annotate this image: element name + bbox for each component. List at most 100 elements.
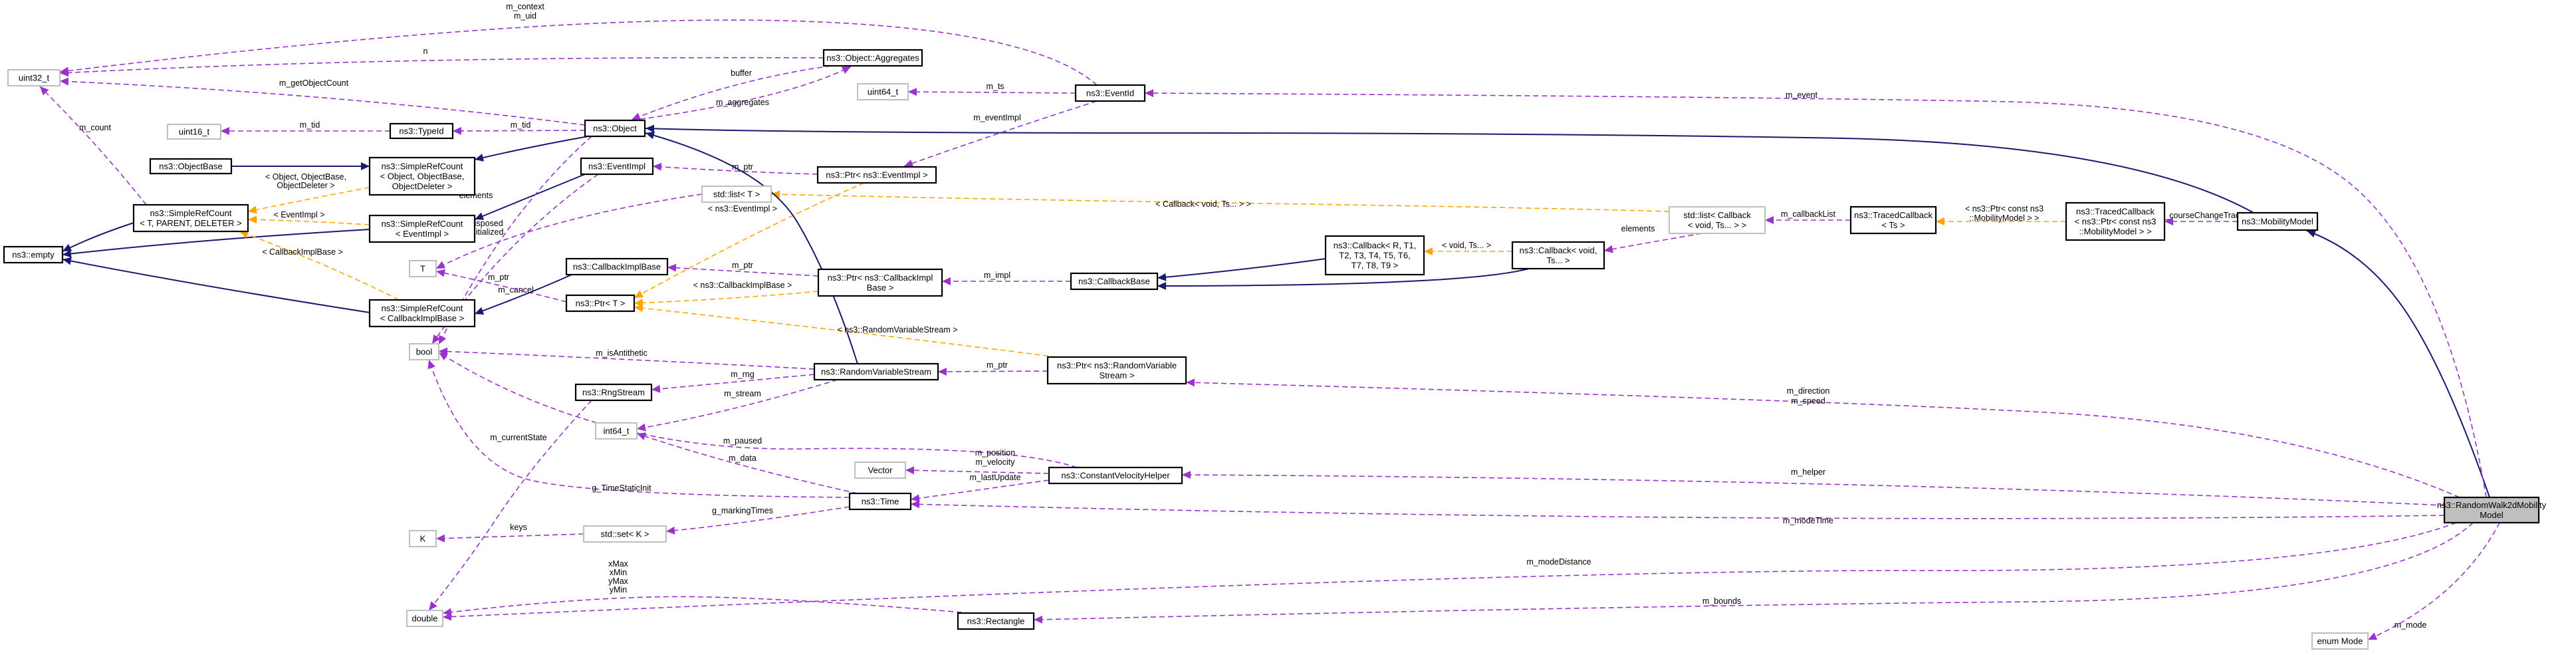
class-node-ns3-rectangle[interactable]: ns3::Rectangle (957, 612, 1035, 630)
class-node-ns3-callback-void[interactable]: ns3::Callback< void,Ts... > (1511, 241, 1605, 270)
edge-usage: m_getObjectCount (59, 77, 586, 126)
node-box (1849, 205, 1937, 235)
node-label: ns3::SimpleRefCount (382, 219, 463, 229)
class-node-ns3-eventid[interactable]: ns3::EventId (1074, 84, 1146, 102)
edge-template: < Object, ObjectBase,ObjectDeleter > (247, 172, 370, 214)
edge-line (907, 88, 1076, 96)
class-node-ns3-callback-r[interactable]: ns3::Callback< R, T1,T2, T3, T4, T5, T6,… (1324, 235, 1425, 276)
class-node-std-list-t: std::list< T > (701, 186, 772, 203)
edge-label: m_ptr (488, 273, 509, 282)
edge-line (1181, 471, 2445, 506)
edge-label: g_TimeStaticInit (592, 483, 651, 493)
node-label: ns3::Callback< void, (1520, 245, 1597, 255)
class-node-ns3-rngstream[interactable]: ns3::RngStream (574, 383, 653, 402)
edge-label: m_ts (986, 82, 1004, 91)
class-node-ns3-object[interactable]: ns3::Object (584, 119, 646, 138)
node-box (389, 122, 454, 140)
edge-inheritance (474, 174, 586, 220)
node-label: ns3::TracedCallback (1854, 210, 1933, 220)
node-label: ObjectDeleter > (392, 182, 453, 192)
edge-label: m_data (729, 454, 757, 463)
node-label: < void, Ts... > > (1688, 220, 1746, 230)
node-box (3, 245, 64, 264)
node-box (957, 612, 1035, 630)
class-node-ns3-empty[interactable]: ns3::empty (3, 245, 64, 264)
node-box (2065, 201, 2166, 241)
edge-line (631, 66, 852, 121)
class-node-ns3-typeid[interactable]: ns3::TypeId (389, 122, 454, 140)
edge-label: ::MobilityModel > > (1970, 213, 2040, 223)
class-node-ns3-simplerefcount-t[interactable]: ns3::SimpleRefCount< T, PARENT, DELETER … (132, 203, 249, 233)
class-node-ns3-ptr-randomvariablestream[interactable]: ns3::Ptr< ns3::RandomVariableStream > (1046, 356, 1187, 385)
edge-label: m_helper (1791, 467, 1825, 477)
node-label: < Object, ObjectBase, (380, 172, 465, 182)
class-node-ns3-simplerefcount-callbackimplbase[interactable]: ns3::SimpleRefCount< CallbackImplBase > (368, 299, 476, 328)
node-box (7, 69, 60, 86)
node-box (816, 166, 937, 184)
node-label: ns3::TracedCallback (2076, 207, 2155, 217)
edge-line (239, 230, 400, 301)
edge-usage: m_event (1144, 89, 2487, 498)
edge-label: buffer (731, 68, 752, 78)
class-node-ns3-ptr-callbackimplbase[interactable]: ns3::Ptr< ns3::CallbackImplBase > (817, 268, 943, 297)
edge-label: < ns3::EventImpl > (708, 204, 777, 213)
node-label: Stream > (1099, 370, 1134, 380)
node-box (857, 83, 909, 100)
edge-label: m_lastUpdate (969, 473, 1020, 482)
node-label: ns3::ObjectBase (159, 162, 222, 172)
class-node-ns3-mobilitymodel[interactable]: ns3::MobilityModel (2236, 211, 2319, 231)
edge-usage: m_stream (636, 379, 838, 432)
node-label: < ns3::Ptr< const ns3 (2075, 217, 2157, 227)
edge-usage: m_isAntithetic (438, 347, 815, 370)
node-box (2236, 211, 2319, 231)
class-node-ns3-simplerefcount-object[interactable]: ns3::SimpleRefCount< Object, ObjectBase,… (368, 156, 476, 196)
edge-label: < ns3::RandomVariableStream > (837, 325, 957, 334)
edge-line (59, 57, 824, 77)
edge-label: xMax (608, 559, 629, 569)
edge-line (2306, 229, 2490, 498)
node-box (813, 362, 939, 381)
edge-line (59, 19, 1098, 86)
node-label: ns3::SimpleRefCount (382, 162, 463, 172)
edge-usage: m_ptr (435, 269, 567, 303)
class-node-ns3-callbackbase[interactable]: ns3::CallbackBase (1070, 272, 1159, 291)
class-node-ns3-constantvelocityhelper[interactable]: ns3::ConstantVelocityHelper (1048, 466, 1183, 485)
class-node-ns3-objectbase[interactable]: ns3::ObjectBase (149, 158, 233, 175)
node-label: Base > (867, 283, 894, 293)
node-label: < T, PARENT, DELETER > (140, 218, 241, 228)
node-label: uint64_t (868, 87, 899, 97)
class-node-ns3-callbackimplbase[interactable]: ns3::CallbackImplBase (565, 257, 669, 276)
edge-template: < void, Ts... > (1424, 241, 1512, 255)
class-node-ns3-randomvariablestream[interactable]: ns3::RandomVariableStream (813, 362, 939, 381)
class-node-ns3-time[interactable]: ns3::Time (848, 492, 912, 511)
node-label: ns3::Time (862, 497, 899, 507)
edge-label: m_isAntithetic (596, 348, 647, 358)
edge-line (435, 194, 703, 269)
class-node-ns3-ptr-t[interactable]: ns3::Ptr< T > (565, 294, 636, 313)
class-node-ns3-object-aggregates[interactable]: ns3::Object::Aggregates (822, 49, 923, 67)
edge-label: m_rng (731, 370, 754, 379)
class-node-ns3-ptr-eventimpl[interactable]: ns3::Ptr< ns3::EventImpl > (816, 166, 937, 184)
class-node-ns3-tracedcallback-ptr[interactable]: ns3::TracedCallback< ns3::Ptr< const ns3… (2065, 201, 2166, 241)
edge-line (910, 479, 1050, 503)
edge-line (770, 190, 1670, 212)
node-label: ns3::Callback< R, T1, (1334, 241, 1416, 251)
edge-inheritance (645, 131, 858, 364)
edge-line (62, 229, 370, 258)
edge-line (636, 432, 858, 494)
node-label: T7, T8, T9 > (1351, 261, 1399, 271)
node-box (368, 299, 476, 328)
class-node-ns3-eventimpl[interactable]: ns3::EventImpl (580, 157, 654, 176)
node-label: ns3::SimpleRefCount (150, 208, 232, 218)
edge-inheritance (474, 274, 572, 315)
node-box (822, 49, 923, 67)
edge-inheritance (1157, 258, 1326, 281)
class-node-ns3-tracedcallback-ts[interactable]: ns3::TracedCallback< Ts > (1849, 205, 1937, 235)
node-label: ns3::Ptr< ns3::CallbackImpl (828, 273, 933, 283)
edge-line (59, 77, 586, 126)
node-label: ns3::RandomVariableStream (821, 367, 931, 377)
edge-usage: m_courseChangeTrace (2158, 211, 2244, 225)
class-node-ns3-simplerefcount-eventimpl[interactable]: ns3::SimpleRefCount< EventImpl > (368, 214, 476, 243)
